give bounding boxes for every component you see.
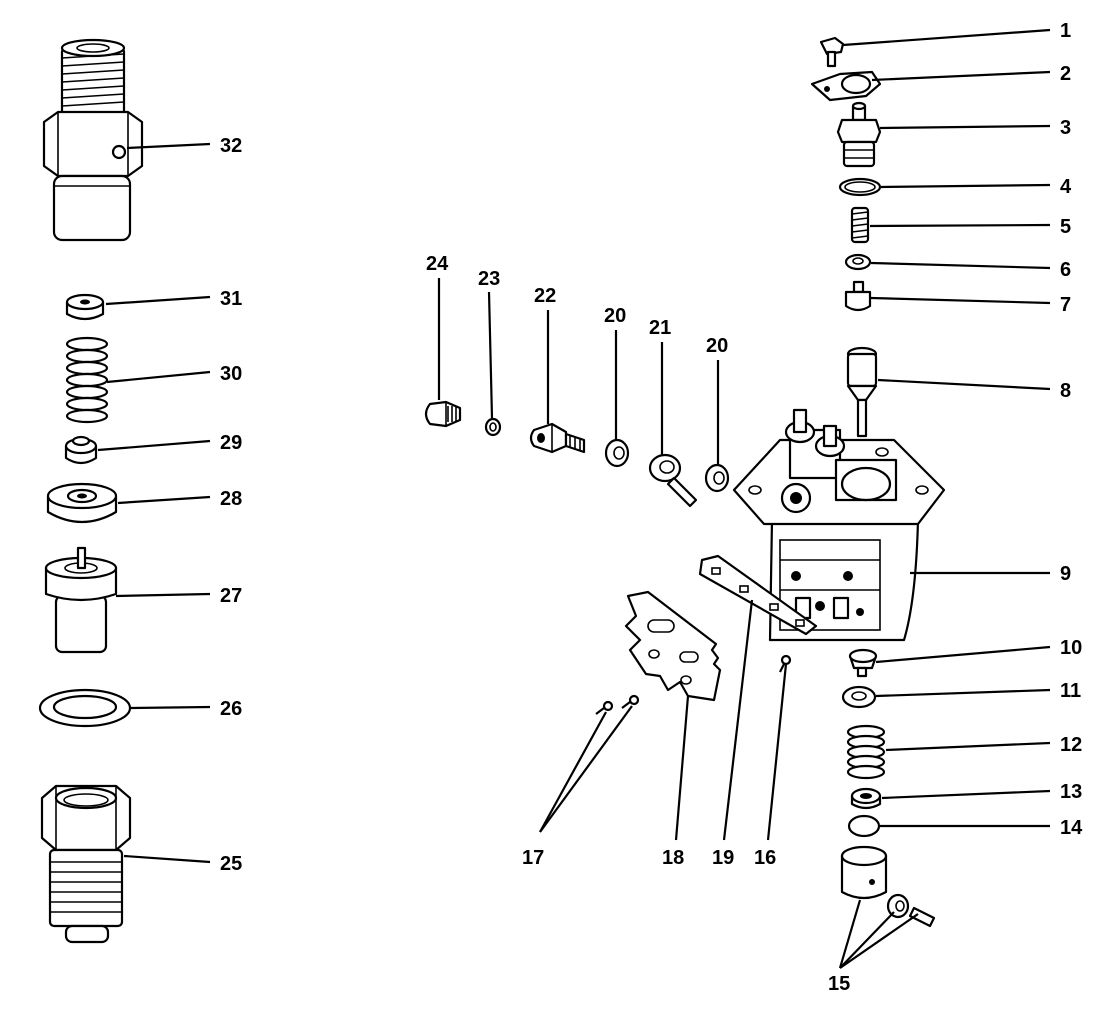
- leader-11: [875, 688, 1051, 698]
- label-23: 23: [478, 268, 500, 290]
- leader-8: [877, 378, 1051, 391]
- part-14-shim: [847, 814, 881, 838]
- part-2-lock-plate: [810, 70, 882, 102]
- leader-27: [115, 592, 211, 598]
- part-32-injector-body: [42, 38, 144, 242]
- part-4-o-ring: [838, 177, 882, 197]
- label-17: 17: [522, 847, 544, 869]
- label-11: 11: [1060, 680, 1081, 702]
- part-31-spacer: [65, 293, 105, 321]
- leader-26: [130, 705, 211, 710]
- leader-1: [842, 28, 1051, 47]
- leader-2: [871, 70, 1051, 82]
- label-12: 12: [1060, 734, 1082, 756]
- label-31: 31: [220, 288, 242, 310]
- leader-29: [97, 439, 211, 452]
- part-7-delivery-valve: [844, 280, 872, 312]
- label-8: 8: [1060, 380, 1071, 402]
- part-13-spring-seat-lower: [850, 787, 882, 810]
- part-6-valve-seat-ring: [844, 253, 872, 271]
- part-3-delivery-valve-holder: [836, 101, 882, 168]
- part-26-washer: [38, 688, 132, 728]
- label-32: 32: [220, 135, 242, 157]
- part-21-banjo-fitting: [648, 453, 698, 508]
- label-27: 27: [220, 585, 242, 607]
- leader-17: [539, 705, 633, 833]
- label-28: 28: [220, 488, 242, 510]
- part-17-screws: [595, 694, 640, 715]
- label-1: 1: [1060, 20, 1071, 42]
- label-24: 24: [426, 253, 449, 275]
- leader-6: [870, 261, 1051, 270]
- label-26: 26: [220, 698, 242, 720]
- label-18: 18: [662, 847, 684, 869]
- leader-5: [869, 223, 1051, 228]
- leader-3: [879, 124, 1051, 130]
- label-20a: 20: [604, 305, 626, 327]
- leader-7: [870, 296, 1051, 305]
- label-10: 10: [1060, 637, 1082, 659]
- part-19-gasket-strip: [698, 554, 818, 636]
- leader-10: [875, 645, 1051, 664]
- part-22-hollow-screw: [529, 422, 586, 454]
- part-15-pin: [908, 906, 936, 928]
- part-20-sealing-washer-a: [604, 438, 630, 468]
- part-18-cover-plate: [624, 590, 722, 702]
- label-21: 21: [649, 317, 671, 339]
- part-1-screw: [819, 36, 845, 68]
- part-20-sealing-washer-b: [704, 463, 730, 493]
- part-9-pump-housing: [732, 408, 946, 642]
- part-12-plunger-spring: [846, 724, 886, 780]
- leader-19: [722, 599, 754, 841]
- label-25: 25: [220, 853, 242, 875]
- label-7: 7: [1060, 294, 1071, 316]
- part-8-plunger: [846, 346, 878, 438]
- part-10-spring-seat-upper: [848, 648, 878, 678]
- leader-13: [881, 789, 1051, 800]
- label-20b: 20: [706, 335, 728, 357]
- part-27-nozzle: [44, 546, 118, 654]
- leader-28: [117, 495, 211, 505]
- leader-30: [106, 370, 211, 384]
- label-19: 19: [712, 847, 734, 869]
- label-3: 3: [1060, 117, 1071, 139]
- label-16: 16: [754, 847, 776, 869]
- label-15: 15: [828, 973, 850, 995]
- part-11-washer: [841, 685, 877, 709]
- part-29-pressure-pin: [64, 435, 98, 465]
- leader-15: [838, 899, 919, 969]
- label-22: 22: [534, 285, 556, 307]
- label-13: 13: [1060, 781, 1082, 803]
- leader-31: [105, 295, 211, 306]
- label-29: 29: [220, 432, 242, 454]
- part-30-spring: [65, 336, 109, 424]
- label-4: 4: [1060, 176, 1072, 198]
- label-6: 6: [1060, 259, 1071, 281]
- label-5: 5: [1060, 216, 1071, 238]
- leader-4: [880, 183, 1051, 189]
- leader-25: [123, 854, 211, 864]
- label-2: 2: [1060, 63, 1071, 85]
- part-15-tappet: [840, 845, 888, 900]
- part-23-small-washer: [484, 417, 502, 437]
- leader-16: [766, 663, 788, 841]
- part-25-nozzle-nut: [40, 784, 132, 944]
- part-5-valve-spring: [850, 206, 870, 244]
- leader-18: [674, 695, 690, 841]
- label-14: 14: [1060, 817, 1083, 839]
- label-9: 9: [1060, 563, 1071, 585]
- leader-12: [885, 741, 1051, 752]
- part-24-bolt: [424, 400, 462, 428]
- label-30: 30: [220, 363, 242, 385]
- leader-23: [487, 291, 494, 419]
- leader-32: [126, 142, 211, 150]
- part-28-distance-piece: [46, 482, 118, 523]
